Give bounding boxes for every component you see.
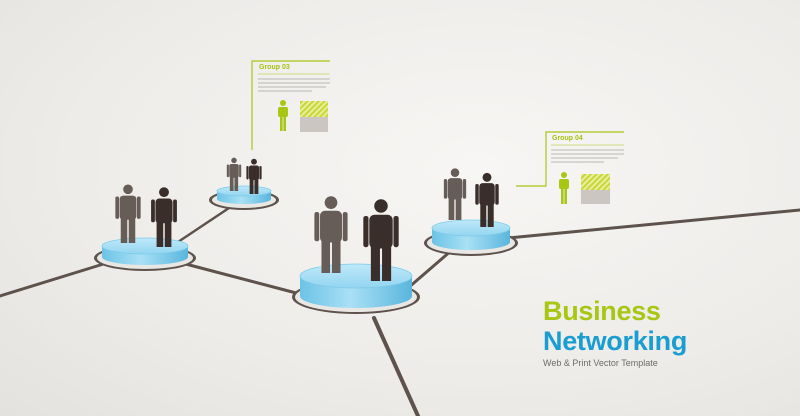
person-icon bbox=[226, 157, 242, 191]
connector-line bbox=[406, 248, 454, 290]
connector-line bbox=[0, 260, 112, 298]
group-03-label: Group 03 bbox=[259, 64, 290, 71]
people bbox=[115, 157, 499, 281]
connector-line bbox=[176, 204, 234, 244]
connector-line bbox=[372, 316, 420, 416]
person-icon bbox=[246, 158, 262, 194]
title-subtitle: Web & Print Vector Template bbox=[543, 358, 658, 368]
gray-block bbox=[581, 190, 610, 204]
platform-left bbox=[94, 237, 196, 271]
group-04-label: Group 04 bbox=[552, 135, 583, 142]
callout-line-group-03 bbox=[251, 60, 330, 150]
person-icon bbox=[559, 172, 569, 204]
platform-small bbox=[209, 185, 279, 210]
title-business: Business bbox=[543, 296, 661, 326]
title-networking: Networking bbox=[543, 326, 688, 356]
hatched-block bbox=[581, 174, 610, 190]
person-icon bbox=[115, 184, 141, 243]
platform-right bbox=[424, 219, 518, 256]
title-block: Business Networking Web & Print Vector T… bbox=[543, 296, 687, 368]
person-icon bbox=[151, 187, 177, 247]
callout-icons-group-04 bbox=[559, 172, 610, 204]
network-connectors bbox=[0, 204, 800, 416]
platform-center bbox=[292, 263, 420, 314]
callout-line-group-04 bbox=[516, 131, 624, 187]
person-icon bbox=[443, 168, 467, 220]
callout-lines bbox=[251, 60, 624, 187]
person-icon bbox=[278, 100, 288, 131]
hatched-block bbox=[300, 101, 328, 117]
connector-line bbox=[176, 260, 302, 296]
connector-line bbox=[506, 208, 800, 240]
platforms bbox=[94, 185, 518, 314]
person-icon bbox=[475, 172, 499, 227]
callout-text-placeholder bbox=[258, 78, 624, 163]
person-icon bbox=[363, 199, 399, 281]
person-icon bbox=[314, 196, 348, 273]
callout-icons-group-03 bbox=[278, 100, 328, 132]
gray-block bbox=[300, 117, 328, 132]
